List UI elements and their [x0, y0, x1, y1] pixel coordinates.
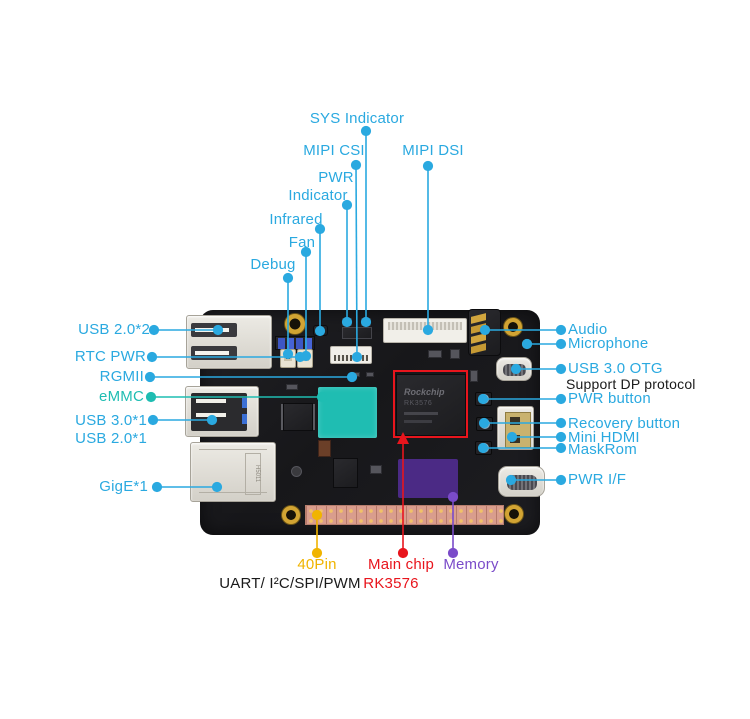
label-main-chip: Main chip — [368, 556, 434, 573]
mounting-hole — [503, 317, 523, 337]
label-mipi-dsi: MIPI DSI — [402, 142, 464, 159]
label-main-chip-model: RK3576 — [363, 575, 419, 592]
debug-connector — [280, 349, 296, 368]
rk3576-chip: Rockchip RK3576 — [396, 374, 466, 436]
label-debug: Debug — [250, 256, 296, 273]
smd-component — [291, 466, 302, 477]
pwr-usb-c-port — [498, 466, 545, 497]
board-to-board-connector — [342, 327, 372, 339]
recovery-button — [476, 417, 493, 431]
mini-hdmi-port — [497, 406, 534, 450]
label-40pin: 40Pin — [297, 556, 337, 573]
label-pwr-button: PWR button — [568, 390, 651, 407]
ir-receiver — [313, 325, 328, 336]
label-rgmii: RGMII — [99, 368, 144, 385]
label-recovery-button: Recovery button — [568, 415, 681, 432]
smd-component — [318, 440, 331, 457]
label-usb20x2: USB 2.0*2 — [78, 321, 150, 338]
mounting-hole — [284, 313, 306, 335]
label-maskrom: MaskRom — [568, 441, 637, 458]
mipi-dsi-connector — [383, 318, 467, 343]
label-usb30-otg: USB 3.0 OTG — [568, 360, 663, 377]
label-gige: GigE*1 — [99, 478, 148, 495]
label-uart-note: UART/ I²C/SPI/PWM — [219, 575, 361, 592]
label-microphone: Microphone — [568, 335, 649, 352]
usb2-dual-port — [186, 315, 272, 369]
label-emmc: eMMC — [99, 388, 144, 405]
usb-c-otg-port — [496, 357, 532, 381]
label-mipi-csi: MIPI CSI — [303, 142, 365, 159]
label-pwr-indicator-line2: Indicator — [288, 187, 348, 204]
label-pwr-indicator-line1: PWR — [318, 169, 354, 186]
microphone-hole — [522, 339, 532, 349]
label-rtc-pwr: RTC PWR — [74, 348, 146, 365]
smd-component — [333, 458, 358, 488]
emmc-chip — [318, 387, 377, 438]
label-fan: Fan — [288, 234, 316, 251]
label-memory: Memory — [443, 556, 499, 573]
mounting-hole — [504, 504, 524, 524]
chip-brand-text: Rockchip — [404, 387, 445, 397]
label-infrared: Infrared — [269, 211, 323, 228]
fan-connector — [297, 349, 313, 368]
sys-led — [361, 318, 371, 326]
label-usb30x1: USB 3.0*1 — [75, 412, 147, 429]
label-pwr-if: PWR I/F — [568, 471, 627, 488]
label-audio: Audio — [568, 321, 608, 338]
pwr-button — [475, 392, 492, 406]
pwr-led — [342, 318, 352, 326]
label-mini-hdmi: Mini HDMI — [568, 429, 640, 446]
mipi-csi-connector — [330, 346, 372, 364]
ethernet-port: H5011 — [190, 442, 276, 502]
audio-jack — [468, 309, 501, 356]
label-sys-indicator: SYS Indicator — [309, 110, 405, 127]
rtc-jumpers — [275, 336, 315, 350]
mounting-hole — [281, 505, 301, 525]
maskrom-button — [475, 441, 492, 455]
smd-component — [283, 403, 313, 431]
label-dp-note: Support DP protocol — [566, 376, 696, 392]
memory-chip — [398, 459, 458, 498]
usb3-port — [185, 386, 259, 437]
label-usb20x1: USB 2.0*1 — [75, 430, 147, 447]
gpio-40pin-header — [305, 505, 504, 525]
chip-model-text: RK3576 — [404, 400, 433, 407]
